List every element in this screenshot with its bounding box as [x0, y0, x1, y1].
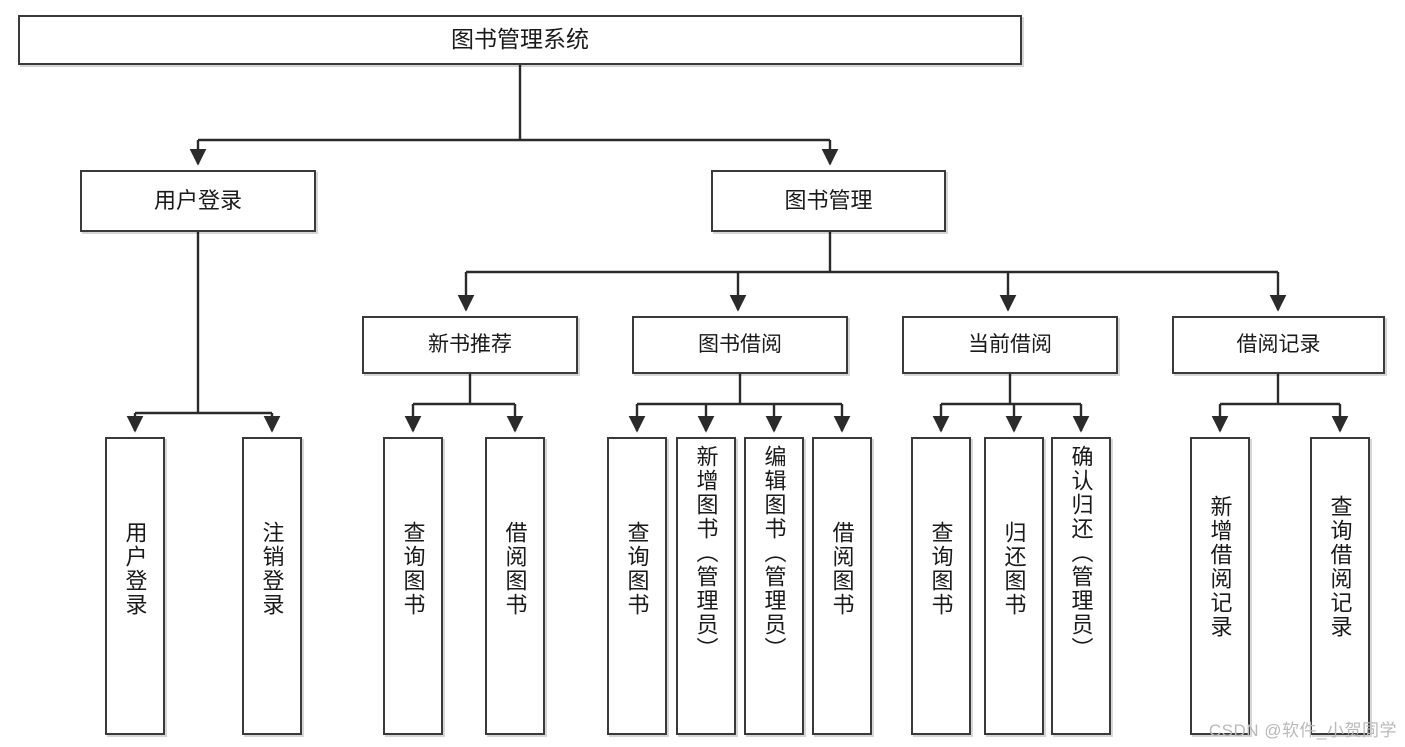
leaf-user-login[interactable]: 用户登录 [105, 437, 165, 735]
node-new-book-recommend[interactable]: 新书推荐 [362, 316, 578, 374]
leaf-query-book-current[interactable]: 查询图书 [911, 437, 971, 735]
node-book-borrow-label: 图书借阅 [698, 332, 782, 356]
leaf-borrow-book-label: 借阅图书 [829, 521, 855, 617]
leaf-add-borrow-record-label: 新增借阅记录 [1207, 495, 1233, 639]
leaf-user-login-label: 用户登录 [122, 521, 148, 617]
node-user-login[interactable]: 用户登录 [80, 170, 316, 232]
leaf-add-borrow-record[interactable]: 新增借阅记录 [1190, 437, 1250, 735]
node-root-label: 图书管理系统 [451, 26, 589, 53]
leaf-borrow-book-recommend[interactable]: 借阅图书 [485, 437, 545, 735]
leaf-confirm-return-admin-label: 确认归还（管理员） [1068, 445, 1094, 661]
node-user-login-label: 用户登录 [153, 188, 242, 214]
node-book-management-label: 图书管理 [784, 188, 873, 214]
leaf-confirm-return-admin[interactable]: 确认归还（管理员） [1051, 437, 1111, 735]
leaf-add-book-admin-label: 新增图书（管理员） [693, 445, 719, 661]
leaf-query-borrow-record-label: 查询借阅记录 [1327, 495, 1353, 639]
node-borrow-record[interactable]: 借阅记录 [1172, 316, 1385, 374]
node-new-book-recommend-label: 新书推荐 [428, 332, 512, 356]
node-root[interactable]: 图书管理系统 [18, 15, 1022, 65]
node-book-management[interactable]: 图书管理 [711, 170, 946, 232]
leaf-logout-label: 注销登录 [259, 521, 285, 617]
watermark-text: CSDN @软件_小贺同学 [1208, 721, 1397, 740]
leaf-add-book-admin[interactable]: 新增图书（管理员） [676, 437, 736, 735]
leaf-borrow-book-recommend-label: 借阅图书 [502, 521, 528, 617]
node-current-borrow-label: 当前借阅 [968, 332, 1052, 356]
leaf-return-book-label: 归还图书 [1001, 521, 1027, 617]
node-borrow-record-label: 借阅记录 [1236, 332, 1321, 356]
leaf-query-book-current-label: 查询图书 [928, 521, 954, 617]
leaf-query-book-borrow-label: 查询图书 [624, 521, 650, 617]
leaf-edit-book-admin-label: 编辑图书（管理员） [761, 445, 787, 661]
leaf-return-book[interactable]: 归还图书 [984, 437, 1044, 735]
node-book-borrow[interactable]: 图书借阅 [632, 316, 848, 374]
leaf-query-borrow-record[interactable]: 查询借阅记录 [1310, 437, 1370, 735]
leaf-logout[interactable]: 注销登录 [242, 437, 302, 735]
leaf-edit-book-admin[interactable]: 编辑图书（管理员） [744, 437, 804, 735]
leaf-query-book-borrow[interactable]: 查询图书 [607, 437, 667, 735]
leaf-borrow-book[interactable]: 借阅图书 [812, 437, 872, 735]
leaf-query-book-recommend[interactable]: 查询图书 [383, 437, 443, 735]
leaf-query-book-recommend-label: 查询图书 [400, 521, 426, 617]
node-current-borrow[interactable]: 当前借阅 [902, 316, 1118, 374]
